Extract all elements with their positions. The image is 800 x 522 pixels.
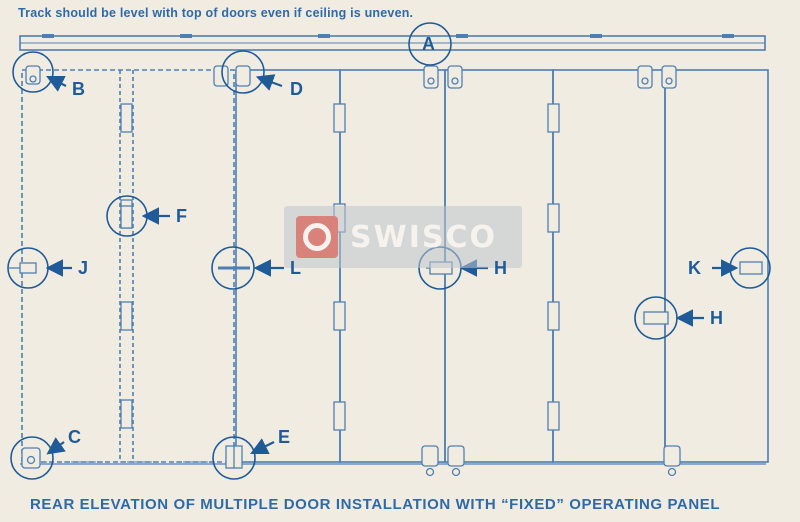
door-panel-5: [552, 69, 666, 463]
callout-label-e: E: [278, 427, 291, 447]
callout-circle-b: [12, 51, 54, 93]
callout-arrows: [45, 74, 739, 455]
watermark-text: SWISCO: [350, 219, 497, 255]
top-hangers: [25, 65, 677, 89]
swisco-logo-icon: [296, 216, 338, 258]
door-panel-6: [664, 69, 769, 463]
callout-circle-e: [212, 436, 256, 480]
callout-details: [8, 205, 763, 469]
callout-label-h-lower: H: [710, 308, 723, 328]
callout-circle-d: [221, 50, 265, 94]
callout-label-d: D: [290, 79, 303, 99]
callout-label-c: C: [68, 427, 81, 447]
callout-label-h-upper: H: [494, 258, 507, 278]
callout-label-j: J: [78, 258, 89, 278]
callout-label-k: K: [688, 258, 701, 278]
callout-label-b: B: [72, 79, 85, 99]
diagram-caption: REAR ELEVATION OF MULTIPLE DOOR INSTALLA…: [30, 496, 721, 513]
installation-note: Track should be level with top of doors …: [18, 6, 414, 20]
bottom-guides: [421, 445, 681, 477]
overhead-track: [19, 34, 766, 51]
callout-label-f: F: [176, 206, 187, 226]
callout-circle-a: [408, 22, 452, 66]
callout-label-l: L: [290, 258, 301, 278]
swisco-watermark: SWISCO: [284, 206, 522, 268]
callout-circle-c: [10, 436, 54, 480]
callout-label-a: A: [422, 34, 435, 54]
